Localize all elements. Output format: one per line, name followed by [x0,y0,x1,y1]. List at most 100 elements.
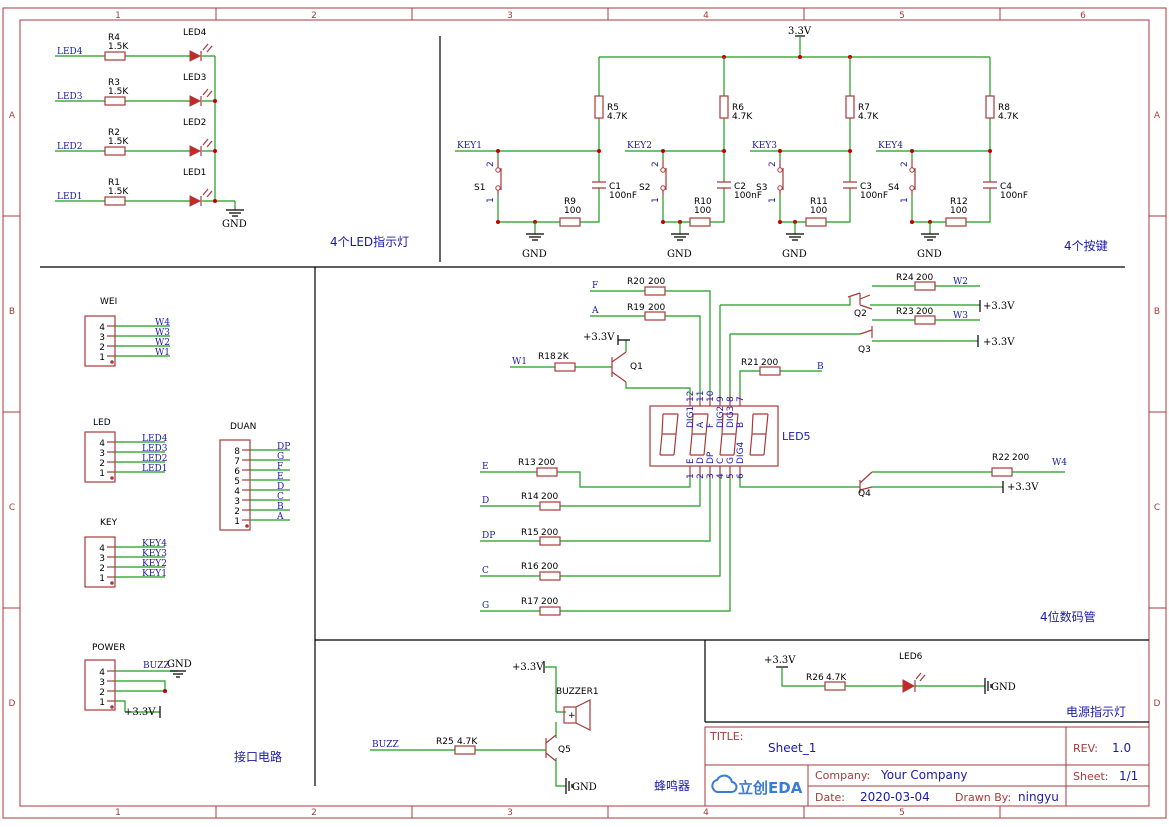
svg-text:200: 200 [541,528,558,538]
svg-text:100nF: 100nF [609,191,637,201]
transistor-icon [859,326,873,338]
svg-text:2: 2 [99,459,105,469]
svg-text:LED4: LED4 [142,434,168,444]
svg-text:C1: C1 [609,182,621,192]
digit-segments [719,413,739,456]
row-label: D [1154,699,1161,709]
svg-text:R14: R14 [521,492,539,502]
svg-text:+3.3V: +3.3V [764,655,796,666]
svg-text:R21: R21 [741,358,759,368]
svg-text:R2: R2 [108,128,120,138]
svg-text:200: 200 [648,303,665,313]
svg-text:11: 11 [696,391,706,402]
svg-text:100: 100 [950,206,967,216]
svg-text:Sheet:: Sheet: [1073,770,1109,783]
svg-text:GND: GND [222,219,247,230]
svg-text:100nF: 100nF [734,191,762,201]
led-branch: LED2 R2 1.5K LED2 [55,118,215,157]
svg-text:2: 2 [99,688,105,698]
section-label: 蜂鸣器 [654,778,690,793]
svg-text:DIG3: DIG3 [726,406,736,428]
svg-text:C: C [716,458,726,464]
col-label: 4 [703,11,709,21]
svg-text:DP: DP [277,442,290,452]
svg-text:3: 3 [99,554,105,564]
svg-text:1.5K: 1.5K [108,187,129,197]
svg-text:DUAN: DUAN [230,422,256,432]
svg-text:R4: R4 [108,33,120,43]
ground-icon [526,233,544,241]
svg-text:KEY3: KEY3 [752,141,777,151]
svg-text:DIG1: DIG1 [686,406,696,428]
push-switch-icon [662,160,667,195]
pnp-transistor-icon [611,351,627,383]
svg-text:GND: GND [522,249,547,260]
svg-text:6: 6 [736,473,746,479]
ground-icon [565,778,573,794]
svg-text:4.7K: 4.7K [732,112,753,122]
svg-text:200: 200 [541,492,558,502]
row-label: B [9,307,15,317]
svg-text:200: 200 [538,458,555,468]
svg-text:C: C [277,492,284,502]
svg-text:6: 6 [1080,11,1086,21]
svg-text:S4: S4 [888,183,900,193]
ref: R7 [858,103,870,113]
section-label: 电源指示灯 [1066,704,1126,719]
svg-text:100: 100 [564,206,581,216]
svg-text:W2: W2 [155,338,170,348]
svg-text:BUZZER1: BUZZER1 [556,687,599,697]
svg-text:1/1: 1/1 [1119,769,1138,783]
svg-text:G: G [482,601,489,611]
svg-text:8: 8 [726,396,736,402]
svg-text:1: 1 [651,197,661,203]
svg-text:R3: R3 [108,78,120,88]
svg-text:+: + [568,711,576,721]
svg-text:KEY: KEY [100,518,118,528]
svg-text:R25: R25 [436,737,454,747]
svg-text:D: D [482,496,489,506]
svg-text:LED6: LED6 [899,652,923,662]
svg-text:A: A [696,421,706,428]
svg-text:3: 3 [234,497,240,507]
led-diode-icon [189,50,202,62]
svg-text:2020-03-04: 2020-03-04 [860,790,930,804]
svg-text:4.7K: 4.7K [998,112,1019,122]
svg-text:2: 2 [486,161,496,167]
svg-text:LED1: LED1 [142,464,168,474]
svg-text:1: 1 [99,574,105,584]
svg-text:R20: R20 [627,277,645,287]
svg-text:S1: S1 [474,183,485,193]
svg-text:1.0: 1.0 [1112,741,1131,755]
svg-text:E: E [686,458,696,464]
svg-text:200: 200 [916,273,933,283]
capacitor-icon [592,181,606,189]
svg-text:9: 9 [716,396,726,402]
svg-text:100nF: 100nF [1000,191,1028,201]
svg-text:W4: W4 [155,318,170,328]
svg-text:LED2: LED2 [57,142,83,152]
svg-text:4: 4 [99,668,105,678]
svg-text:G: G [726,457,736,464]
svg-text:F: F [706,423,716,428]
led-indicator-section: LED4 R4 1.5K LED4 LED3 R3 1.5K LED3 LED2… [55,28,409,249]
ref: R5 [607,103,619,113]
ref: R6 [732,103,744,113]
led-branch: LED3 R3 1.5K LED3 [55,73,215,107]
led-diode-icon [189,145,202,157]
resistor-symbol [985,95,995,119]
svg-text:3: 3 [99,678,105,688]
svg-text:+3.3V: +3.3V [1007,482,1039,493]
svg-text:4: 4 [99,544,105,554]
buzzer-section: +3.3V BUZZER1 + Q5 BUZZ R25 4.7K GND 蜂鸣器 [370,661,690,794]
svg-text:200: 200 [648,277,665,287]
led-branch: LED4 R4 1.5K LED4 [55,28,215,62]
power-led-section: +3.3V R26 4.7K LED6 GND 电源指示灯 [764,652,1126,719]
svg-text:Q2: Q2 [854,309,867,319]
ground-icon [984,678,992,694]
key-debounce-groups: R54.7KC1100nFR9100KEY1S121GNDR64.7KC2100… [455,57,1028,260]
col-label: 2 [311,11,317,21]
svg-text:Q1: Q1 [630,362,643,372]
